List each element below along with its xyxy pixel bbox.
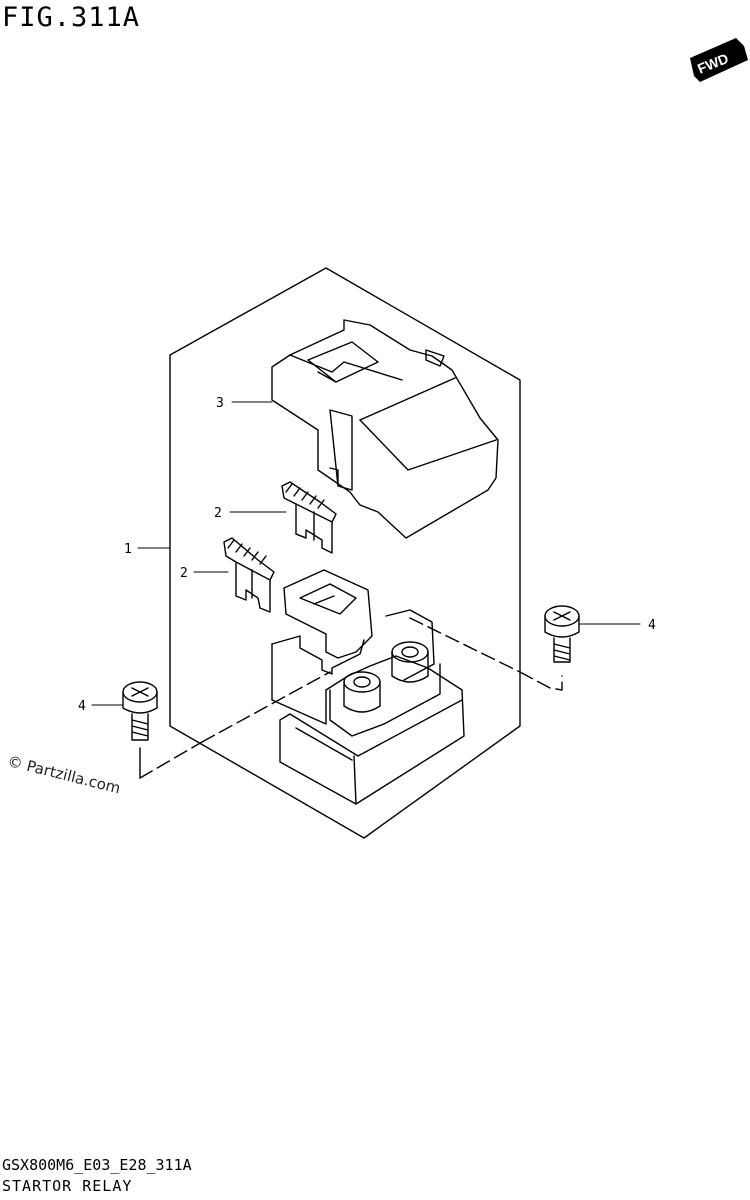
bolt-right[interactable] xyxy=(544,605,580,663)
figure-title: FIG.311A xyxy=(2,2,141,33)
callout-2-lower: 2 xyxy=(180,566,188,581)
terminal-post-right xyxy=(391,641,429,683)
callout-3: 3 xyxy=(216,396,224,411)
fuse-lower[interactable] xyxy=(223,537,275,613)
starter-relay-base[interactable] xyxy=(271,569,465,805)
relay-cover[interactable] xyxy=(271,319,499,539)
callout-4-left: 4 xyxy=(78,699,86,714)
assembly-guide-lines xyxy=(139,617,563,779)
assembly-outline xyxy=(169,267,521,839)
fwd-arrow-icon: FWD xyxy=(690,38,748,82)
leader-lines xyxy=(91,401,641,706)
fuse-upper[interactable] xyxy=(281,481,337,554)
diagram-code: GSX800M6_E03_E28_311A xyxy=(2,1156,192,1174)
callout-4-right: 4 xyxy=(648,618,656,633)
bolt-left[interactable] xyxy=(122,681,158,741)
diagram-title: STARTOR RELAY xyxy=(2,1177,133,1195)
terminal-post-left xyxy=(343,671,381,713)
callout-1: 1 xyxy=(124,542,132,557)
callout-2-upper: 2 xyxy=(214,506,222,521)
